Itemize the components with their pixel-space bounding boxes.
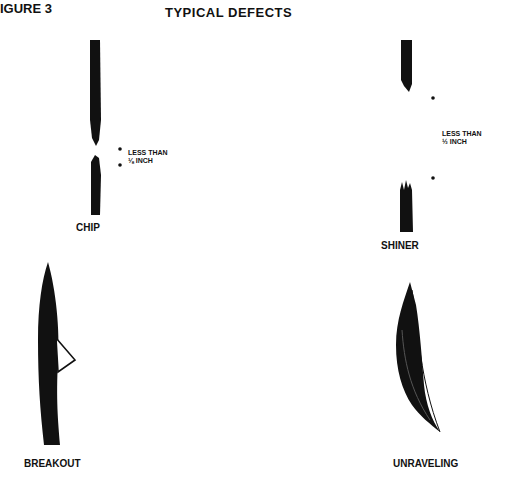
shiner-strand-upper — [401, 40, 412, 92]
chip-mark — [118, 163, 122, 167]
shiner-mark — [431, 176, 435, 180]
shiner-mark — [431, 96, 435, 100]
unraveling-fibre — [412, 290, 440, 432]
chip-mark — [118, 147, 122, 151]
chip-strand-lower — [91, 155, 101, 215]
figure-number: IGURE 3 — [0, 2, 52, 17]
defect-name: BREAKOUT — [24, 458, 81, 470]
defect-name: SHINER — [381, 240, 419, 252]
unraveling-fibre — [402, 330, 430, 420]
chip-strand-upper — [90, 40, 101, 146]
defect-name: UNRAVELING — [393, 458, 458, 470]
figure-title: TYPICAL DEFECTS — [165, 6, 292, 21]
shiner-strand-lower — [400, 180, 413, 232]
breakout-notch — [56, 338, 75, 372]
dimension-note: LESS THAN ½ INCH — [442, 130, 482, 146]
defect-name: CHIP — [76, 222, 100, 234]
unraveling-strand — [396, 282, 440, 432]
dimension-note: LESS THAN ⅛ INCH — [128, 149, 168, 165]
